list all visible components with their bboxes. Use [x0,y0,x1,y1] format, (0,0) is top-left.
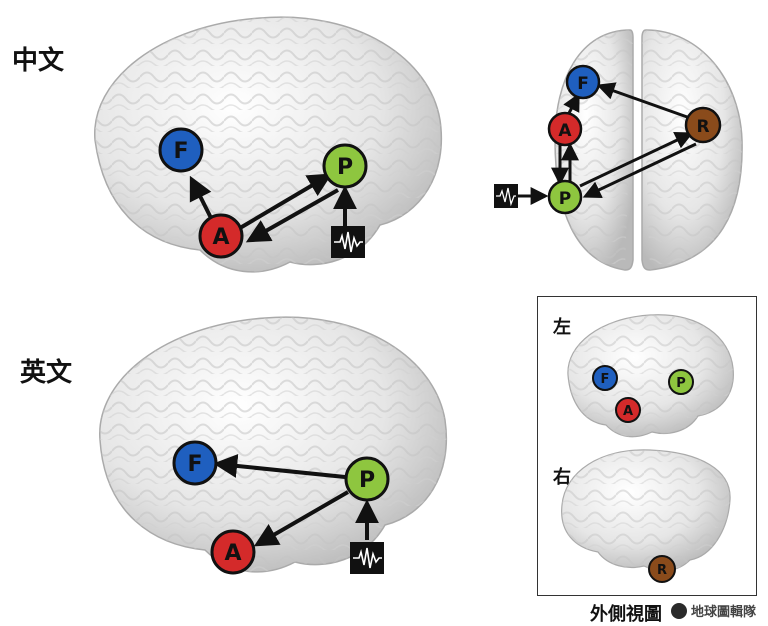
node-P: P [668,369,694,395]
node-label-P: P [359,468,375,493]
node-label-A: A [212,225,229,250]
node-label-R: R [657,563,667,578]
node-F: F [592,365,618,391]
label-chinese: 中文 [12,46,65,76]
brain-small-right [561,449,731,572]
arrow-P-to-A-english [253,490,350,547]
sound-wave-icon [331,226,365,258]
globe-icon [670,603,687,619]
node-A: A [547,111,583,147]
label-right: 右 [553,467,571,488]
label-lateral-view: 外側視圖 [590,604,662,625]
node-A: A [210,529,256,575]
node-label-F: F [173,139,188,164]
lateral-view-panel [537,296,757,596]
node-label-F: F [601,372,610,387]
watermark: 地球圖輯隊 [670,601,756,620]
sound-wave-icon [350,542,384,574]
node-P: P [322,143,368,189]
node-label-A: A [623,404,633,419]
node-P: P [344,456,390,502]
node-R: R [684,106,722,144]
node-label-F: F [577,74,589,94]
brain-small-left [567,314,734,438]
arrow-A-to-F-dorsal [563,92,580,116]
arrows-chinese [189,173,357,243]
node-P: P [547,179,583,215]
arrow-P-to-R [579,132,694,188]
brain-lateral-chinese [94,16,442,273]
sound-wave-icon [494,184,518,208]
node-label-F: F [187,452,202,477]
arrow-P-to-A [245,188,339,243]
node-label-A: A [558,121,572,141]
arrow-A-to-P [238,173,333,230]
watermark-text: 地球圖輯隊 [690,605,756,620]
arrows-english [213,454,379,547]
node-label-P: P [676,376,686,391]
label-left: 左 [553,317,571,338]
arrow-A-to-F [189,175,215,223]
label-english: 英文 [20,358,73,388]
node-F: F [172,440,218,486]
node-F: F [565,64,601,100]
arrow-R-to-P [582,142,697,198]
node-F: F [158,127,204,173]
node-label-A: A [224,541,241,566]
node-A: A [615,397,641,423]
node-label-R: R [696,117,709,137]
arrow-R-to-F [596,82,691,120]
node-label-P: P [559,189,571,209]
node-A: A [198,213,244,259]
node-label-P: P [337,155,353,180]
arrow-P-to-F [213,454,346,479]
node-R: R [648,555,676,583]
arrows-dorsal [518,82,697,205]
